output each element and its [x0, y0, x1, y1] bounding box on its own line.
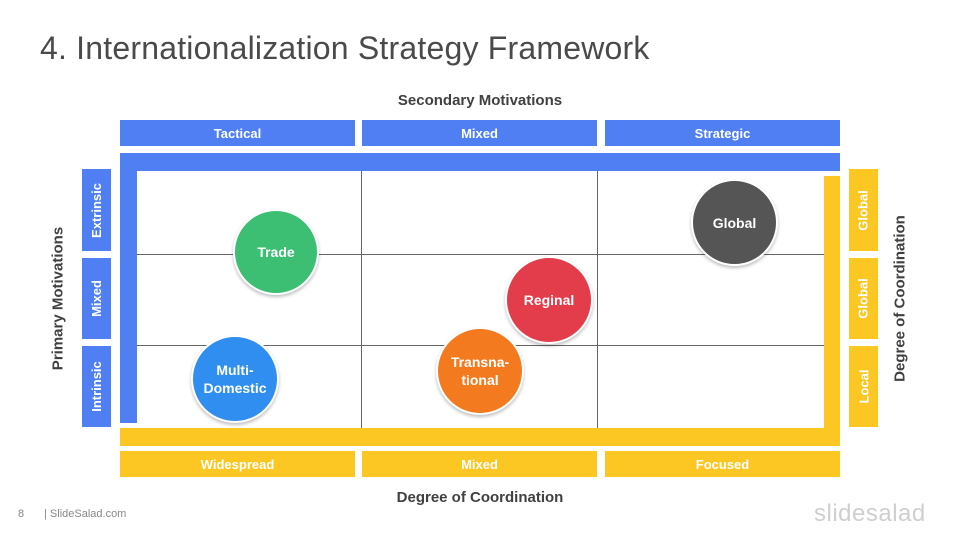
grid-vertical-line-1 [361, 171, 362, 428]
brand-logo: slidesalad [814, 500, 926, 527]
left-axis-label: Primary Motivations [49, 226, 67, 371]
footer-text: | SlideSalad.com [44, 508, 127, 520]
bottom-axis-label: Degree of Coordination [396, 489, 564, 506]
frame-top-bar [120, 153, 840, 171]
bottom-column-mixed: Mixed [362, 451, 597, 477]
bottom-column-widespread: Widespread [120, 451, 355, 477]
right-row-global-2: Global [849, 258, 878, 339]
strategy-label-transnational: Transna- tional [450, 354, 510, 388]
left-row-intrinsic-label: Intrinsic [89, 361, 105, 412]
left-row-extrinsic-label: Extrinsic [89, 182, 105, 238]
strategy-circle-reginal: Reginal [505, 256, 593, 344]
page-number: 8 [18, 508, 25, 520]
right-row-global-1: Global [849, 169, 878, 251]
strategy-label-multi-domestic: Multi- Domestic [203, 362, 267, 396]
frame-right-bar [824, 176, 840, 446]
bottom-column-focused: Focused [605, 451, 840, 477]
strategy-label-global: Global [712, 214, 757, 231]
right-row-local-label: Local [856, 369, 871, 404]
strategy-label-trade: Trade [257, 244, 295, 260]
top-column-mixed: Mixed [362, 120, 597, 146]
frame-left-bar [120, 153, 137, 423]
left-row-intrinsic: Intrinsic [82, 346, 111, 427]
strategy-label-reginal: Reginal [523, 292, 575, 308]
right-row-global-1-label: Global [856, 189, 872, 231]
left-row-mixed: Mixed [82, 258, 111, 339]
right-row-global-2-label: Global [856, 278, 872, 319]
right-row-local: Local [849, 346, 878, 427]
grid-vertical-line-2 [597, 171, 598, 428]
right-axis-label: Degree of Coordination [891, 215, 909, 382]
strategy-circle-multi-domestic: Multi- Domestic [191, 335, 279, 423]
strategy-circle-transnational: Transna- tional [436, 327, 524, 415]
grid-horizontal-line-1 [137, 254, 824, 255]
slide-title: 4. Internationalization Strategy Framewo… [40, 30, 650, 66]
left-row-extrinsic: Extrinsic [82, 169, 111, 251]
frame-bottom-bar [120, 428, 840, 446]
strategy-circle-trade: Trade [233, 209, 319, 295]
top-axis-label: Secondary Motivations [397, 92, 563, 109]
strategy-circle-global: Global [691, 179, 778, 266]
left-row-mixed-label: Mixed [89, 280, 104, 317]
top-column-tactical: Tactical [120, 120, 355, 146]
top-column-strategic: Strategic [605, 120, 840, 146]
